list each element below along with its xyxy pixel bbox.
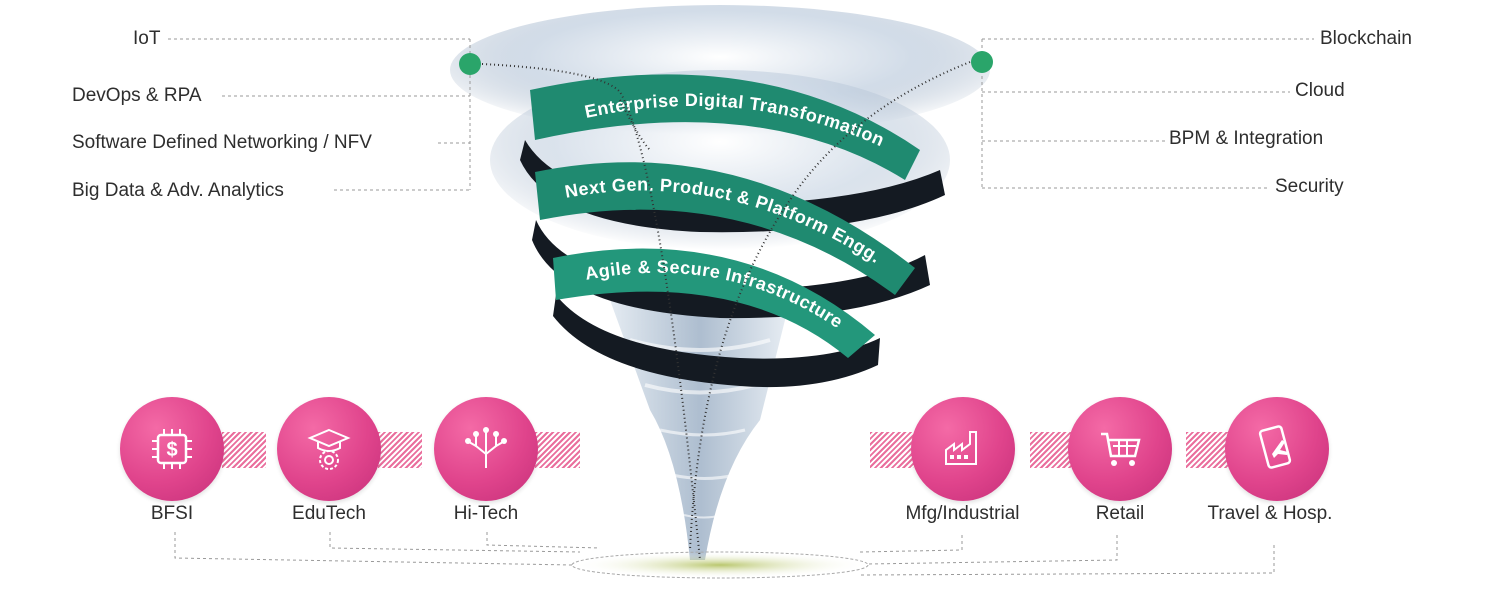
band-3 [553,248,875,358]
bands [530,74,920,358]
tech-devops-rpa: DevOps & RPA [72,85,202,106]
hatch-connector [1030,432,1074,468]
industry-bfsi-circle: $ [120,397,224,501]
industry-hitech-circle [434,397,538,501]
tech-cloud: Cloud [1295,80,1345,101]
tech-blockchain: Blockchain [1320,28,1412,49]
industry-travel-circle [1225,397,1329,501]
right-node [971,51,993,73]
hatch-connector [378,432,422,468]
mobile-flight-icon [1258,425,1292,469]
hatch-connector [222,432,266,468]
right-connectors [981,38,1314,189]
tech-bpm-integration: BPM & Integration [1169,128,1324,149]
hatch-connector [870,432,914,468]
industry-mfg-circle [911,397,1015,501]
industry-bfsi-label: BFSI [150,503,194,524]
dollar-chip-icon: $ [152,429,192,469]
industry-travel-label: Travel & Hosp. [1207,503,1333,524]
tech-security: Security [1275,176,1344,197]
tech-iot: IoT [133,28,161,49]
node-to-funnel-lines [481,61,971,561]
svg-text:$: $ [166,439,177,461]
industry-retail-label: Retail [1095,503,1145,524]
ground-ring [571,551,869,579]
hatch-connector [535,432,580,468]
left-node [459,53,481,75]
left-connectors [168,38,471,191]
industry-mfg-label: Mfg/Industrial [905,503,1020,524]
industry-edutech-label: EduTech [292,503,366,524]
industry-hitech-label: Hi-Tech [453,503,519,524]
tech-sdn-nfv: Software Defined Networking / NFV [72,132,372,153]
tech-big-data: Big Data & Adv. Analytics [72,180,284,201]
industry-connectors [174,532,1275,576]
band-2 [535,162,915,295]
industry-edutech-circle [277,397,381,501]
factory-icon [945,431,977,465]
band-1 [530,74,920,180]
shopping-cart-icon [1101,432,1141,466]
hatch-connector [1186,432,1230,468]
industry-retail-circle [1068,397,1172,501]
circuit-tree-icon [465,427,507,468]
graduation-gear-icon [307,428,351,470]
